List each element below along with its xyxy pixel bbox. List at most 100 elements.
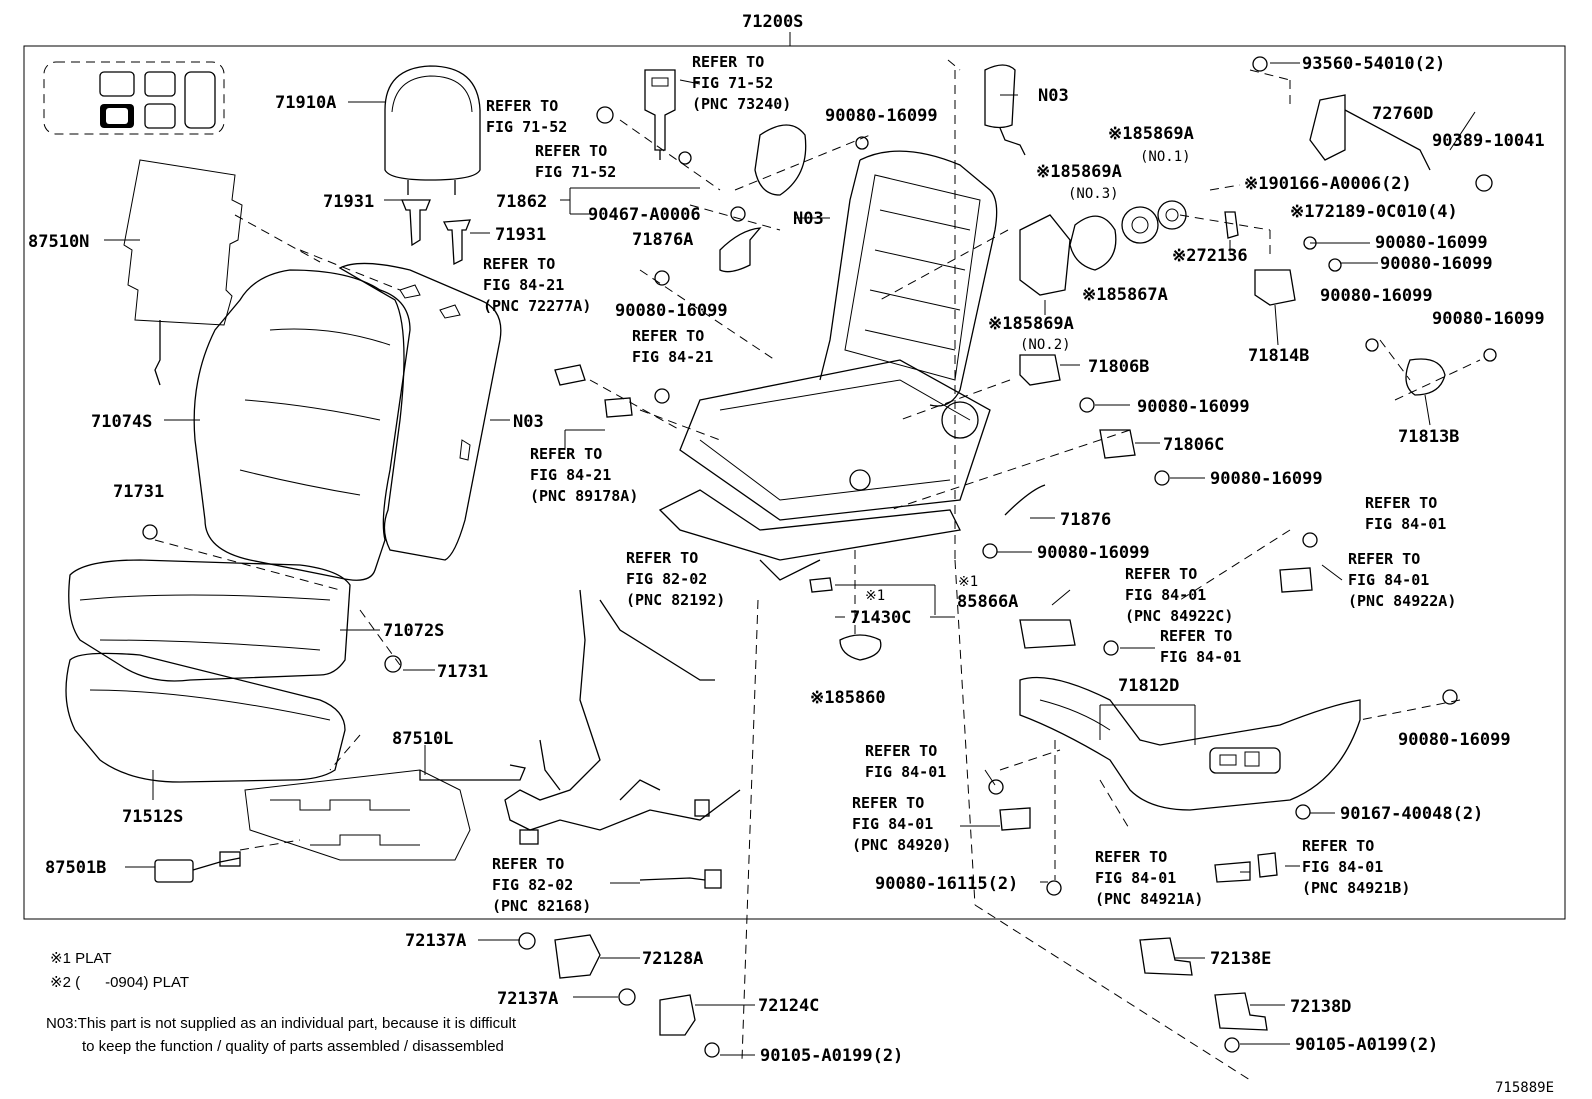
seatback-cover-part [193,269,411,581]
label-71806C: 71806C [1163,435,1224,455]
svg-text:REFER TO: REFER TO [530,445,602,463]
svg-text:(PNC 84920): (PNC 84920) [852,836,951,854]
label-mark1-a: ※1 [865,588,885,604]
svg-text:FIG 84-01: FIG 84-01 [1160,648,1241,666]
label-90080-16099-e: 90080-16099 [1320,286,1433,306]
label-72137A-a: 72137A [405,931,466,951]
label-85869A-no1: ※185869A [1108,124,1194,144]
refer-84-21-a: REFER TO FIG 84-21 (PNC 72277A) [483,255,591,315]
label-mark1-b: ※1 [958,574,978,590]
svg-text:FIG 71-52: FIG 71-52 [535,163,616,181]
footnote-plat-2: ※2 ( -0904) PLAT [50,974,189,991]
cushion-cover-part [68,559,351,682]
svg-text:FIG 84-01: FIG 84-01 [1302,858,1383,876]
svg-text:(PNC 72277A): (PNC 72277A) [483,297,591,315]
label-90467-A0006: 90467-A0006 [588,205,701,225]
label-72128A: 72128A [642,949,703,969]
label-87501B: 87501B [45,858,106,878]
label-72138D: 72138D [1290,997,1351,1017]
refer-84-01-a: REFER TO FIG 84-01 [865,742,946,781]
label-93560-54010: 93560-54010(2) [1302,54,1445,74]
headrest-guide-part [401,199,471,266]
svg-text:(PNC 73240): (PNC 73240) [692,95,791,113]
svg-text:REFER TO: REFER TO [632,327,704,345]
footnote-n03-line1: N03:This part is not supplied as an indi… [46,1015,517,1032]
svg-text:FIG 71-52: FIG 71-52 [486,118,567,136]
label-72136: ※272136 [1172,246,1248,266]
label-71430C: 71430C [850,608,911,628]
svg-text:FIG 84-21: FIG 84-21 [483,276,564,294]
diagram-code: 715889E [1495,1080,1554,1096]
label-71814B: 71814B [1248,346,1309,366]
label-85860: ※185860 [810,688,886,708]
label-N03-b: N03 [793,209,824,229]
label-90080-16099-a: 90080-16099 [615,301,728,321]
svg-text:FIG 84-01: FIG 84-01 [865,763,946,781]
label-no3: (NO.3) [1068,186,1119,202]
label-71862: 71862 [496,192,547,212]
svg-text:(PNC 82192): (PNC 82192) [626,591,725,609]
label-85867A: ※185867A [1082,285,1168,305]
svg-text:FIG 84-01: FIG 84-01 [1365,515,1446,533]
svg-text:(PNC 89178A): (PNC 89178A) [530,487,638,505]
refer-84-01-b: REFER TO FIG 84-01 (PNC 84920) [852,794,951,854]
cushion-pad-part [65,652,346,783]
svg-text:REFER TO: REFER TO [692,53,764,71]
label-85866A: 85866A [957,592,1018,612]
label-71812D: 71812D [1118,676,1179,696]
svg-text:FIG 84-01: FIG 84-01 [852,815,933,833]
leader-lines [104,62,1476,1056]
part-labels: 71910A 71931 71931 87510N 71074S N03 717… [28,54,1545,1066]
side-trim-part [719,124,807,273]
label-71931-b: 71931 [495,225,546,245]
label-71806B: 71806B [1088,357,1149,377]
label-71072S: 71072S [383,621,444,641]
outer-shield-part [1019,676,1361,811]
label-90080-16099-h: 90080-16099 [1210,469,1323,489]
label-90080-16099-i: 90080-16099 [1037,543,1150,563]
seat-position-icon [43,61,225,135]
label-90080-16099-b: 90080-16099 [825,106,938,126]
footnote-plat-1: ※1 PLAT [50,950,111,967]
label-71910A: 71910A [275,93,336,113]
footnote-n03-line2: to keep the function / quality of parts … [82,1038,504,1055]
label-172189: ※172189-0C010(4) [1290,202,1458,222]
label-90389-10041: 90389-10041 [1432,131,1545,151]
svg-text:REFER TO: REFER TO [492,855,564,873]
svg-text:FIG 84-01: FIG 84-01 [1125,586,1206,604]
label-90105-A0199-a: 90105-A0199(2) [760,1046,903,1066]
label-85869A-no3: ※185869A [1036,162,1122,182]
footnotes: ※1 PLAT ※2 ( -0904) PLAT N03:This part i… [46,950,517,1055]
svg-text:REFER TO: REFER TO [483,255,555,273]
label-71813B: 71813B [1398,427,1459,447]
svg-text:REFER TO: REFER TO [1125,565,1197,583]
fastener-bolts [142,56,1497,1058]
label-71731-a: 71731 [113,482,164,502]
label-90080-16099-j: 90080-16099 [1398,730,1511,750]
svg-text:REFER TO: REFER TO [865,742,937,760]
svg-text:FIG 84-01: FIG 84-01 [1348,571,1429,589]
svg-text:FIG 84-01: FIG 84-01 [1095,869,1176,887]
svg-text:(PNC 84922A): (PNC 84922A) [1348,592,1456,610]
label-87510L: 87510L [392,729,453,749]
svg-text:REFER TO: REFER TO [852,794,924,812]
svg-text:REFER TO: REFER TO [1302,837,1374,855]
label-72760D: 72760D [1372,104,1433,124]
svg-text:(PNC 84921A): (PNC 84921A) [1095,890,1203,908]
label-90167-40048: 90167-40048(2) [1340,804,1483,824]
label-72138E: 72138E [1210,949,1271,969]
top-label: 71200S [742,12,803,32]
label-71931-a: 71931 [323,192,374,212]
svg-text:(PNC 82168): (PNC 82168) [492,897,591,915]
label-90080-16099-f: 90080-16099 [1432,309,1545,329]
label-90105-A0199-b: 90105-A0199(2) [1295,1035,1438,1055]
